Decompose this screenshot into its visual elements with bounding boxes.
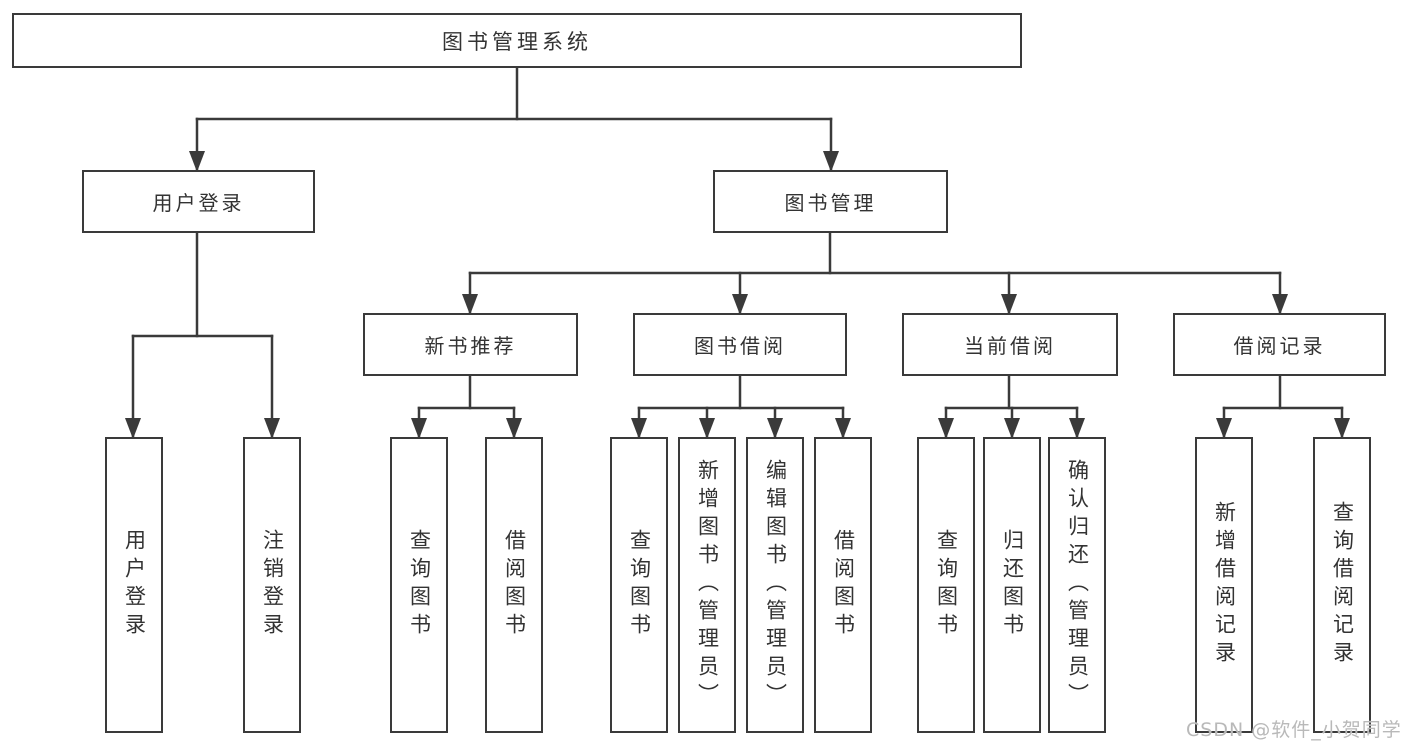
node-module-book-borrow: 图书借阅 (633, 313, 847, 376)
leaf-user-login: 用户登录 (105, 437, 163, 733)
node-module-borrow-records: 借阅记录 (1173, 313, 1386, 376)
leaf-edit-books-admin: 编辑图书（管理员） (746, 437, 804, 733)
node-branch-user-login: 用户登录 (82, 170, 315, 233)
node-module-current-borrow: 当前借阅 (902, 313, 1118, 376)
leaf-query-books-borrow: 查询图书 (610, 437, 668, 733)
watermark-text: CSDN @软件_小贺同学 (1186, 719, 1402, 741)
leaf-confirm-return-admin: 确认归还（管理员） (1048, 437, 1106, 733)
leaf-query-borrow-record: 查询借阅记录 (1313, 437, 1371, 733)
leaf-logout: 注销登录 (243, 437, 301, 733)
leaf-return-books: 归还图书 (983, 437, 1041, 733)
leaf-borrow-books-recommend: 借阅图书 (485, 437, 543, 733)
leaf-add-borrow-record: 新增借阅记录 (1195, 437, 1253, 733)
leaf-add-books-admin: 新增图书（管理员） (678, 437, 736, 733)
leaf-borrow-books: 借阅图书 (814, 437, 872, 733)
node-branch-book-management: 图书管理 (713, 170, 948, 233)
node-module-new-book-recommend: 新书推荐 (363, 313, 578, 376)
node-root-system: 图书管理系统 (12, 13, 1022, 68)
leaf-query-books-current: 查询图书 (917, 437, 975, 733)
leaf-query-books-recommend: 查询图书 (390, 437, 448, 733)
